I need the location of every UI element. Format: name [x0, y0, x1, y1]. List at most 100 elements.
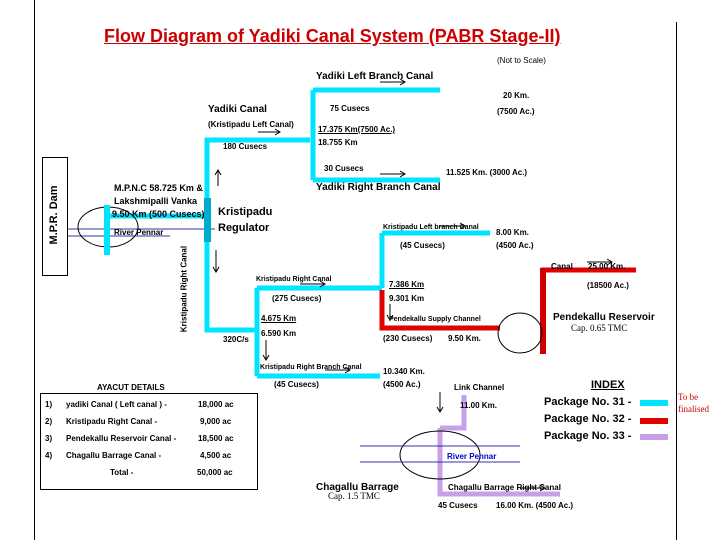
kristipadu-right-branch-cusecs: (45 Cusecs): [274, 380, 319, 389]
arrow-pendekallu-canal: [587, 258, 613, 266]
arrow-kristipadu-upper: [214, 169, 222, 186]
package-32-canals: [379, 267, 636, 331]
flow-arrows: [212, 78, 613, 492]
diagram-title: Flow Diagram of Yadiki Canal System (PAB…: [104, 26, 561, 46]
yadiki-canal-cusecs: 180 Cusecs: [223, 142, 268, 151]
yadiki-right-cusecs: 30 Cusecs: [324, 164, 364, 173]
arrow-link-channel: [436, 392, 444, 413]
yadiki-right-end: 11.525 Km. (3000 Ac.): [446, 168, 528, 177]
ayacut-row-name: Kristipadu Right Canal -: [66, 417, 158, 426]
canal-top-label: Canal: [551, 262, 573, 271]
ayacut-row-no: 4): [45, 451, 53, 460]
pendekallu-supply-km-c: 9.50 Km.: [448, 334, 481, 343]
kristipadu-right-canal-line: [204, 230, 255, 333]
river-pennar-lower-label: River Pennar: [447, 452, 497, 461]
ayacut-row-value: 4,500 ac: [200, 451, 232, 460]
chagallu-right-km: 16.00 Km. (4500 Ac.): [496, 501, 574, 510]
kristipadu-regulator-gate: [204, 198, 211, 242]
ayacut-row-name: Pendekallu Reservoir Canal -: [66, 434, 177, 443]
kristipadu-right-branch-name: Kristipadu Right Branch Canal: [260, 364, 362, 371]
pendekallu-reservoir-shape: [497, 312, 543, 354]
link-channel-line: [437, 428, 560, 497]
ayacut-total-label: Total -: [110, 468, 134, 477]
index-note-line2: finalised: [678, 404, 709, 414]
arrow-kristipadu-right-branch: [325, 366, 351, 374]
yadiki-left-branch-name: Yadiki Left Branch Canal: [316, 71, 434, 82]
index-item-32-swatch: [640, 418, 668, 424]
mpnc-line3: 9.50 Km (500 Cusecs): [112, 209, 205, 219]
kristipadu-left-branch-ac: (4500 Ac.): [496, 241, 534, 250]
index-item-31-label: Package No. 31 -: [544, 396, 632, 408]
chagallu-barrage-shape: [399, 430, 481, 480]
ayacut-table: [40, 393, 258, 490]
chagallu-right-cusecs: 45 Cusecs: [438, 501, 478, 510]
ayacut-row-no: 2): [45, 417, 53, 426]
arrow-kristipadu-right-canal: [300, 280, 326, 288]
frame-right-line: [676, 22, 677, 540]
yadiki-left-end-km: 20 Km.: [503, 91, 530, 100]
ayacut-row-no: 3): [45, 434, 53, 443]
yadiki-right-branch-name: Yadiki Right Branch Canal: [316, 182, 441, 193]
yadiki-canal-name: Yadiki Canal: [208, 104, 267, 115]
arrow-kristipadu-right-vertical: [212, 250, 220, 273]
kristipadu-left-branch-name: Kristipadu Left branch Canal: [383, 224, 479, 231]
arrow-yadiki-right-branch: [380, 170, 406, 178]
mpnc-line2: Lakshmipalli Vanka: [114, 196, 198, 206]
kristipadu-left-branch-km: 8.00 Km.: [496, 228, 529, 237]
mpnc-line1: M.P.N.C 58.725 Km &: [114, 183, 203, 193]
ayacut-title: AYACUT DETAILS: [97, 383, 165, 392]
mpr-dam-gate: [104, 205, 110, 255]
index-item-33-label: Package No. 33 -: [544, 430, 632, 442]
river-pennar-lines: [66, 228, 520, 463]
index-item-33-swatch: [640, 434, 668, 440]
arrow-chagallu-right: [520, 484, 546, 492]
mpr-dam-box: [42, 157, 68, 276]
ayacut-row-value: 9,000 ac: [200, 417, 232, 426]
yadiki-left-cusecs: 75 Cusecs: [330, 104, 370, 113]
chagallu-barrage-name: Chagallu Barrage: [316, 482, 399, 493]
arrow-yadiki-left-branch: [380, 78, 406, 86]
pendekallu-reservoir-gate: [540, 268, 546, 354]
yadiki-left-end-ac: (7500 Ac.): [497, 107, 535, 116]
pendekallu-reservoir-name: Pendekallu Reservoir: [553, 312, 655, 323]
pendekallu-km-a: 7.386 Km: [389, 280, 425, 289]
index-item-31-swatch: [640, 400, 668, 406]
pendekallu-km-b: 9.301 Km: [389, 294, 425, 303]
yadiki-left-km-a: 17.375 Km(7500 Ac.): [318, 125, 396, 134]
ayacut-total-value: 50,000 ac: [197, 468, 233, 477]
link-channel-name: Link Channel: [454, 383, 505, 392]
package-31-canals: [110, 87, 490, 379]
ayacut-row-value: 18,500 ac: [198, 434, 234, 443]
kristipadu-regulator-line1: Kristipadu: [218, 206, 273, 218]
mpr-dam-label: M.P.R. Dam: [48, 185, 60, 245]
river-pennar-upper-label: River Pennar: [114, 228, 164, 237]
kristipadu-left-branch-cusecs: (45 Cusecs): [400, 241, 445, 250]
package-33-canals: [437, 395, 560, 497]
index-title: INDEX: [591, 379, 625, 391]
yadiki-canal-sub: (Kristipadu Left Canal): [208, 120, 294, 129]
yadiki-left-km-b: 18.755 Km: [318, 138, 358, 147]
pendekallu-supply-name: Pendekallu Supply Channel: [389, 316, 481, 323]
kristipadu-right-km-a: 4.675 Km: [261, 314, 297, 323]
scale-note: (Not to Scale): [497, 56, 546, 65]
index-item-32-label: Package No. 32 -: [544, 413, 632, 425]
kristipadu-right-branch-ac: (4500 Ac.): [383, 380, 421, 389]
link-channel-stub: [440, 395, 467, 431]
canal-top-km: 25.00 Km.: [588, 262, 626, 271]
kristipadu-regulator-line2: Regulator: [218, 222, 270, 234]
kristipadu-right-canal-vertical-label: Kristipadu Right Canal: [179, 245, 189, 333]
ayacut-row-value: 18,000 ac: [198, 400, 234, 409]
index-note-line1: To be: [678, 392, 699, 402]
kristipadu-right-canal-name: Kristipadu Right Canal: [256, 276, 332, 283]
arrow-yadiki-canal: [258, 128, 281, 136]
frame-left-line: [34, 0, 35, 540]
ayacut-row-name: yadiki Canal ( Left canal ) -: [66, 400, 167, 409]
pendekallu-reservoir-cap: Cap. 0.65 TMC: [571, 323, 628, 333]
chagallu-right-canal-name: Chagallu Barrage Right Canal: [448, 483, 561, 492]
kristipadu-right-canal-cusecs: (275 Cusecs): [272, 294, 322, 303]
ayacut-row-no: 1): [45, 400, 53, 409]
kristipadu-320cs: 320C/s: [223, 335, 249, 344]
chagallu-barrage-cap: Cap. 1.5 TMC: [328, 491, 380, 501]
